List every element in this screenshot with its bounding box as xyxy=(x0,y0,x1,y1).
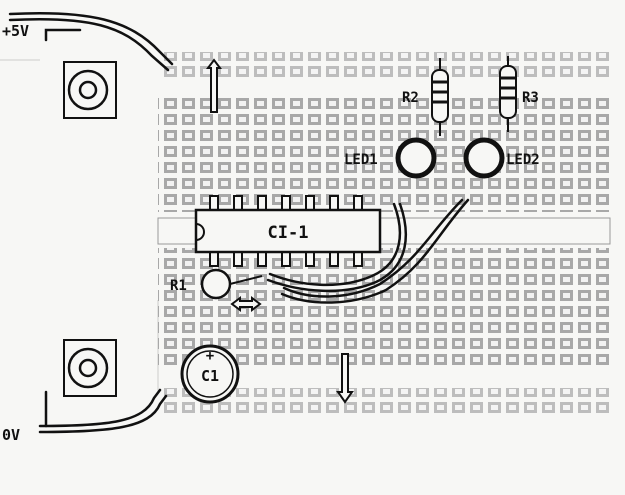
arrow-left-right-icon xyxy=(230,296,262,312)
r1-label: R1 xyxy=(170,278,187,294)
arrow-up-icon xyxy=(206,58,222,113)
supply-ground-label: 0V xyxy=(2,426,20,444)
supply-positive-label: +5V xyxy=(2,22,29,40)
led1-label: LED1 xyxy=(344,152,378,168)
supply-wires xyxy=(8,11,174,434)
lower-hole-grid xyxy=(158,248,610,366)
arrow-down-icon xyxy=(336,353,354,404)
led2-label: LED2 xyxy=(506,152,540,168)
r2-label: R2 xyxy=(402,90,419,106)
ic-chip: CI-1 xyxy=(194,195,382,267)
led1: LED1 xyxy=(344,137,437,179)
led2: LED2 xyxy=(463,137,540,179)
jack-icon xyxy=(63,339,117,397)
resistor-r2: R2 xyxy=(402,58,449,136)
upper-hole-grid xyxy=(158,96,610,212)
capacitor-label: C1 xyxy=(201,367,219,385)
bottom-power-rail xyxy=(160,388,610,414)
ic-label: CI-1 xyxy=(268,223,309,243)
capacitor-polarity: + xyxy=(206,348,214,364)
jack-icon xyxy=(63,61,117,119)
top-power-rail xyxy=(160,52,610,78)
resistor-r1: R1 xyxy=(170,268,263,300)
jumper-wires xyxy=(266,198,470,304)
r3-label: R3 xyxy=(522,90,539,106)
resistor-r3: R3 xyxy=(499,56,539,132)
capacitor-c1: + C1 xyxy=(180,344,240,404)
